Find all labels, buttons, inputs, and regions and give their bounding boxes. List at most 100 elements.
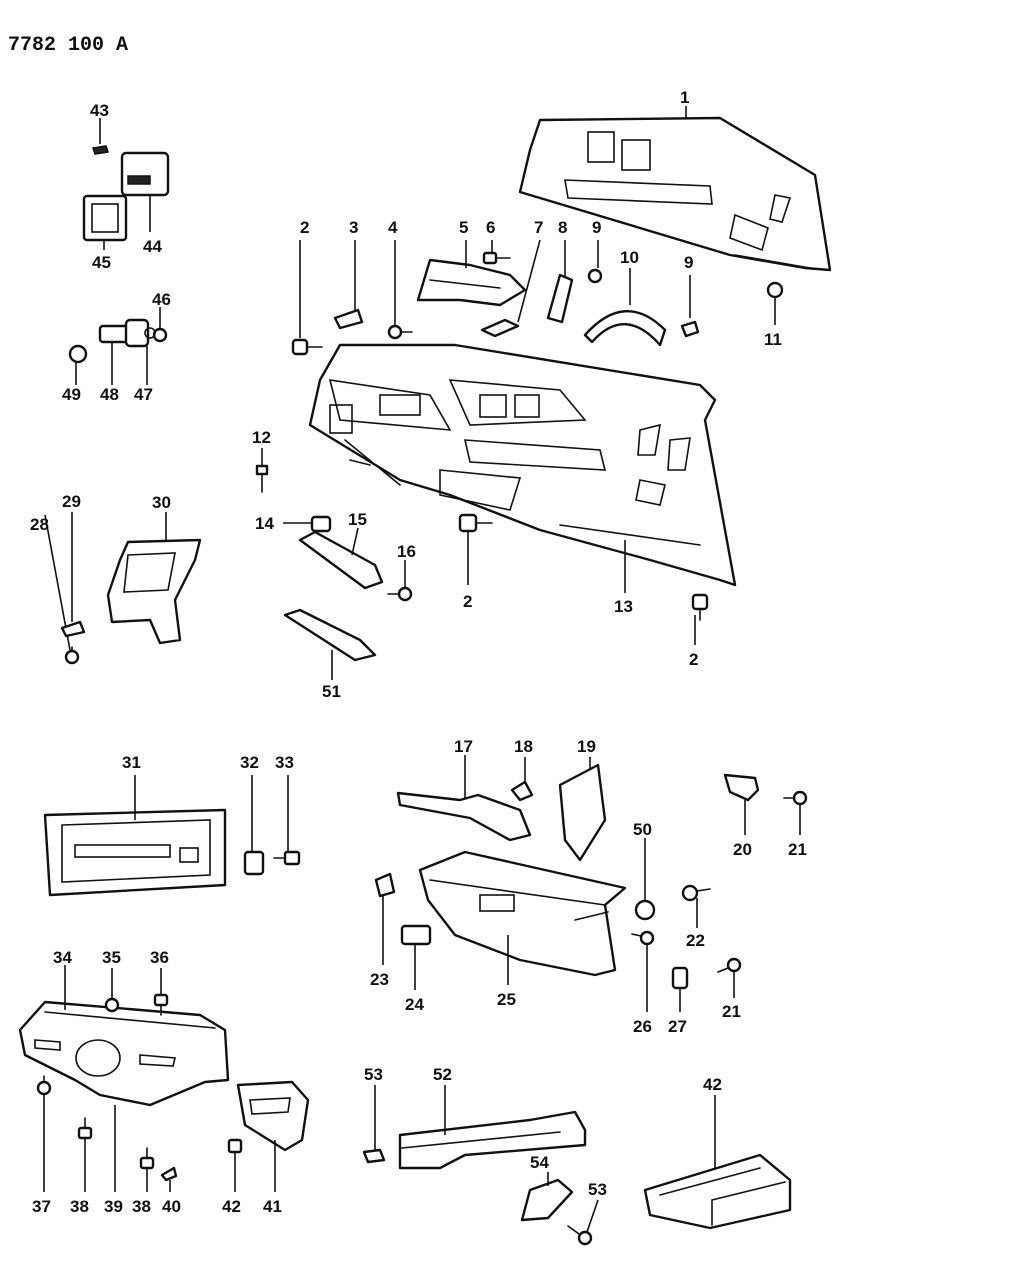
part-29-clip — [60, 620, 86, 638]
part-40-clip — [160, 1166, 178, 1182]
callout-34: 34 — [53, 948, 72, 967]
part-32-clip — [243, 850, 265, 876]
part-14-clip — [310, 515, 332, 533]
part-50-bumper — [634, 899, 656, 921]
part-12-screw — [255, 464, 269, 493]
callout-27: 27 — [668, 1017, 687, 1036]
part-22-screw — [681, 884, 711, 902]
part-1-upper-panel — [518, 116, 832, 272]
callout-50: 50 — [633, 820, 652, 839]
part-42-clip — [227, 1138, 243, 1154]
part-15-lid — [298, 530, 384, 590]
callout-53a: 53 — [364, 1065, 383, 1084]
callout-54: 54 — [530, 1153, 549, 1172]
part-21-screw-upper — [783, 790, 808, 806]
callout-24: 24 — [405, 995, 424, 1014]
callout-33: 33 — [275, 753, 294, 772]
part-30-side-cover — [106, 538, 202, 645]
part-19-side-panel — [558, 763, 607, 862]
callout-25: 25 — [497, 990, 516, 1009]
callout-28: 28 — [30, 515, 49, 534]
callout-9b: 9 — [684, 253, 693, 272]
callout-38b: 38 — [132, 1197, 151, 1216]
callout-6: 6 — [486, 218, 495, 237]
part-38-screw-right — [139, 1147, 155, 1170]
callout-43: 43 — [90, 101, 109, 120]
callout-9a: 9 — [592, 218, 601, 237]
callout-51: 51 — [322, 682, 341, 701]
callout-32: 32 — [240, 753, 259, 772]
callout-44: 44 — [143, 237, 162, 256]
callout-31: 31 — [122, 753, 141, 772]
part-2-bolt-center — [458, 513, 493, 533]
part-43-bulb — [92, 145, 109, 155]
part-38-screw-left — [77, 1117, 93, 1140]
part-24-latch — [400, 924, 432, 946]
part-27-striker — [671, 966, 689, 990]
part-23-hinge — [374, 872, 396, 898]
callout-2a: 2 — [300, 218, 309, 237]
callout-23: 23 — [370, 970, 389, 989]
callout-38a: 38 — [70, 1197, 89, 1216]
part-51-cover — [283, 608, 377, 662]
callout-3: 3 — [349, 218, 358, 237]
part-20-hook — [723, 773, 760, 802]
part-21-screw-lower — [717, 957, 742, 973]
part-17-reinforcement — [396, 791, 532, 842]
diagram-code: 7782 100 A — [8, 34, 128, 57]
part-46-ring — [152, 327, 168, 343]
part-8-stay — [546, 273, 574, 324]
part-9-nut-lower — [680, 320, 700, 338]
part-52-bracket — [398, 1110, 587, 1170]
callout-5: 5 — [459, 218, 468, 237]
part-7-bracket — [480, 318, 520, 338]
callout-39: 39 — [104, 1197, 123, 1216]
callout-30: 30 — [152, 493, 171, 512]
part-49-knob — [68, 344, 88, 364]
callout-40: 40 — [162, 1197, 181, 1216]
part-11-clip — [766, 281, 784, 299]
part-53-screw-lower — [567, 1225, 593, 1246]
part-26-screw — [631, 930, 655, 946]
callout-26: 26 — [633, 1017, 652, 1036]
part-44-switch — [120, 151, 170, 197]
callout-15: 15 — [348, 510, 367, 529]
part-25-glove-box — [418, 850, 627, 977]
part-53-clip-upper — [362, 1148, 386, 1164]
callout-21a: 21 — [788, 840, 807, 859]
part-2-bolt-left — [291, 338, 323, 356]
callout-19: 19 — [577, 737, 596, 756]
part-47-48-switch — [98, 318, 156, 348]
part-36-screw — [153, 993, 169, 1016]
callout-18: 18 — [514, 737, 533, 756]
callout-20: 20 — [733, 840, 752, 859]
part-35-screw — [104, 997, 120, 1013]
callout-45: 45 — [92, 253, 111, 272]
part-54-bracket — [520, 1178, 574, 1222]
callout-10: 10 — [620, 248, 639, 267]
callout-16: 16 — [397, 542, 416, 561]
callout-13: 13 — [614, 597, 633, 616]
callout-22: 22 — [686, 931, 705, 950]
part-5-reinforcement — [416, 258, 527, 307]
callout-42b: 42 — [703, 1075, 722, 1094]
callout-21b: 21 — [722, 1002, 741, 1021]
part-16-screw — [387, 586, 413, 602]
callout-47: 47 — [134, 385, 153, 404]
callout-2b: 2 — [463, 592, 472, 611]
callout-35: 35 — [102, 948, 121, 967]
callout-46: 46 — [152, 290, 171, 309]
part-9-nut-upper — [587, 268, 603, 284]
part-18-bracket — [510, 780, 534, 802]
part-34-lower-cover — [18, 1000, 230, 1107]
part-4-screw — [387, 324, 413, 340]
callout-53b: 53 — [588, 1180, 607, 1199]
callout-7: 7 — [534, 218, 543, 237]
callout-41: 41 — [263, 1197, 282, 1216]
callout-1: 1 — [680, 88, 689, 107]
callout-17: 17 — [454, 737, 473, 756]
callout-11: 11 — [764, 330, 782, 349]
callout-12: 12 — [252, 428, 271, 447]
callout-48: 48 — [100, 385, 119, 404]
